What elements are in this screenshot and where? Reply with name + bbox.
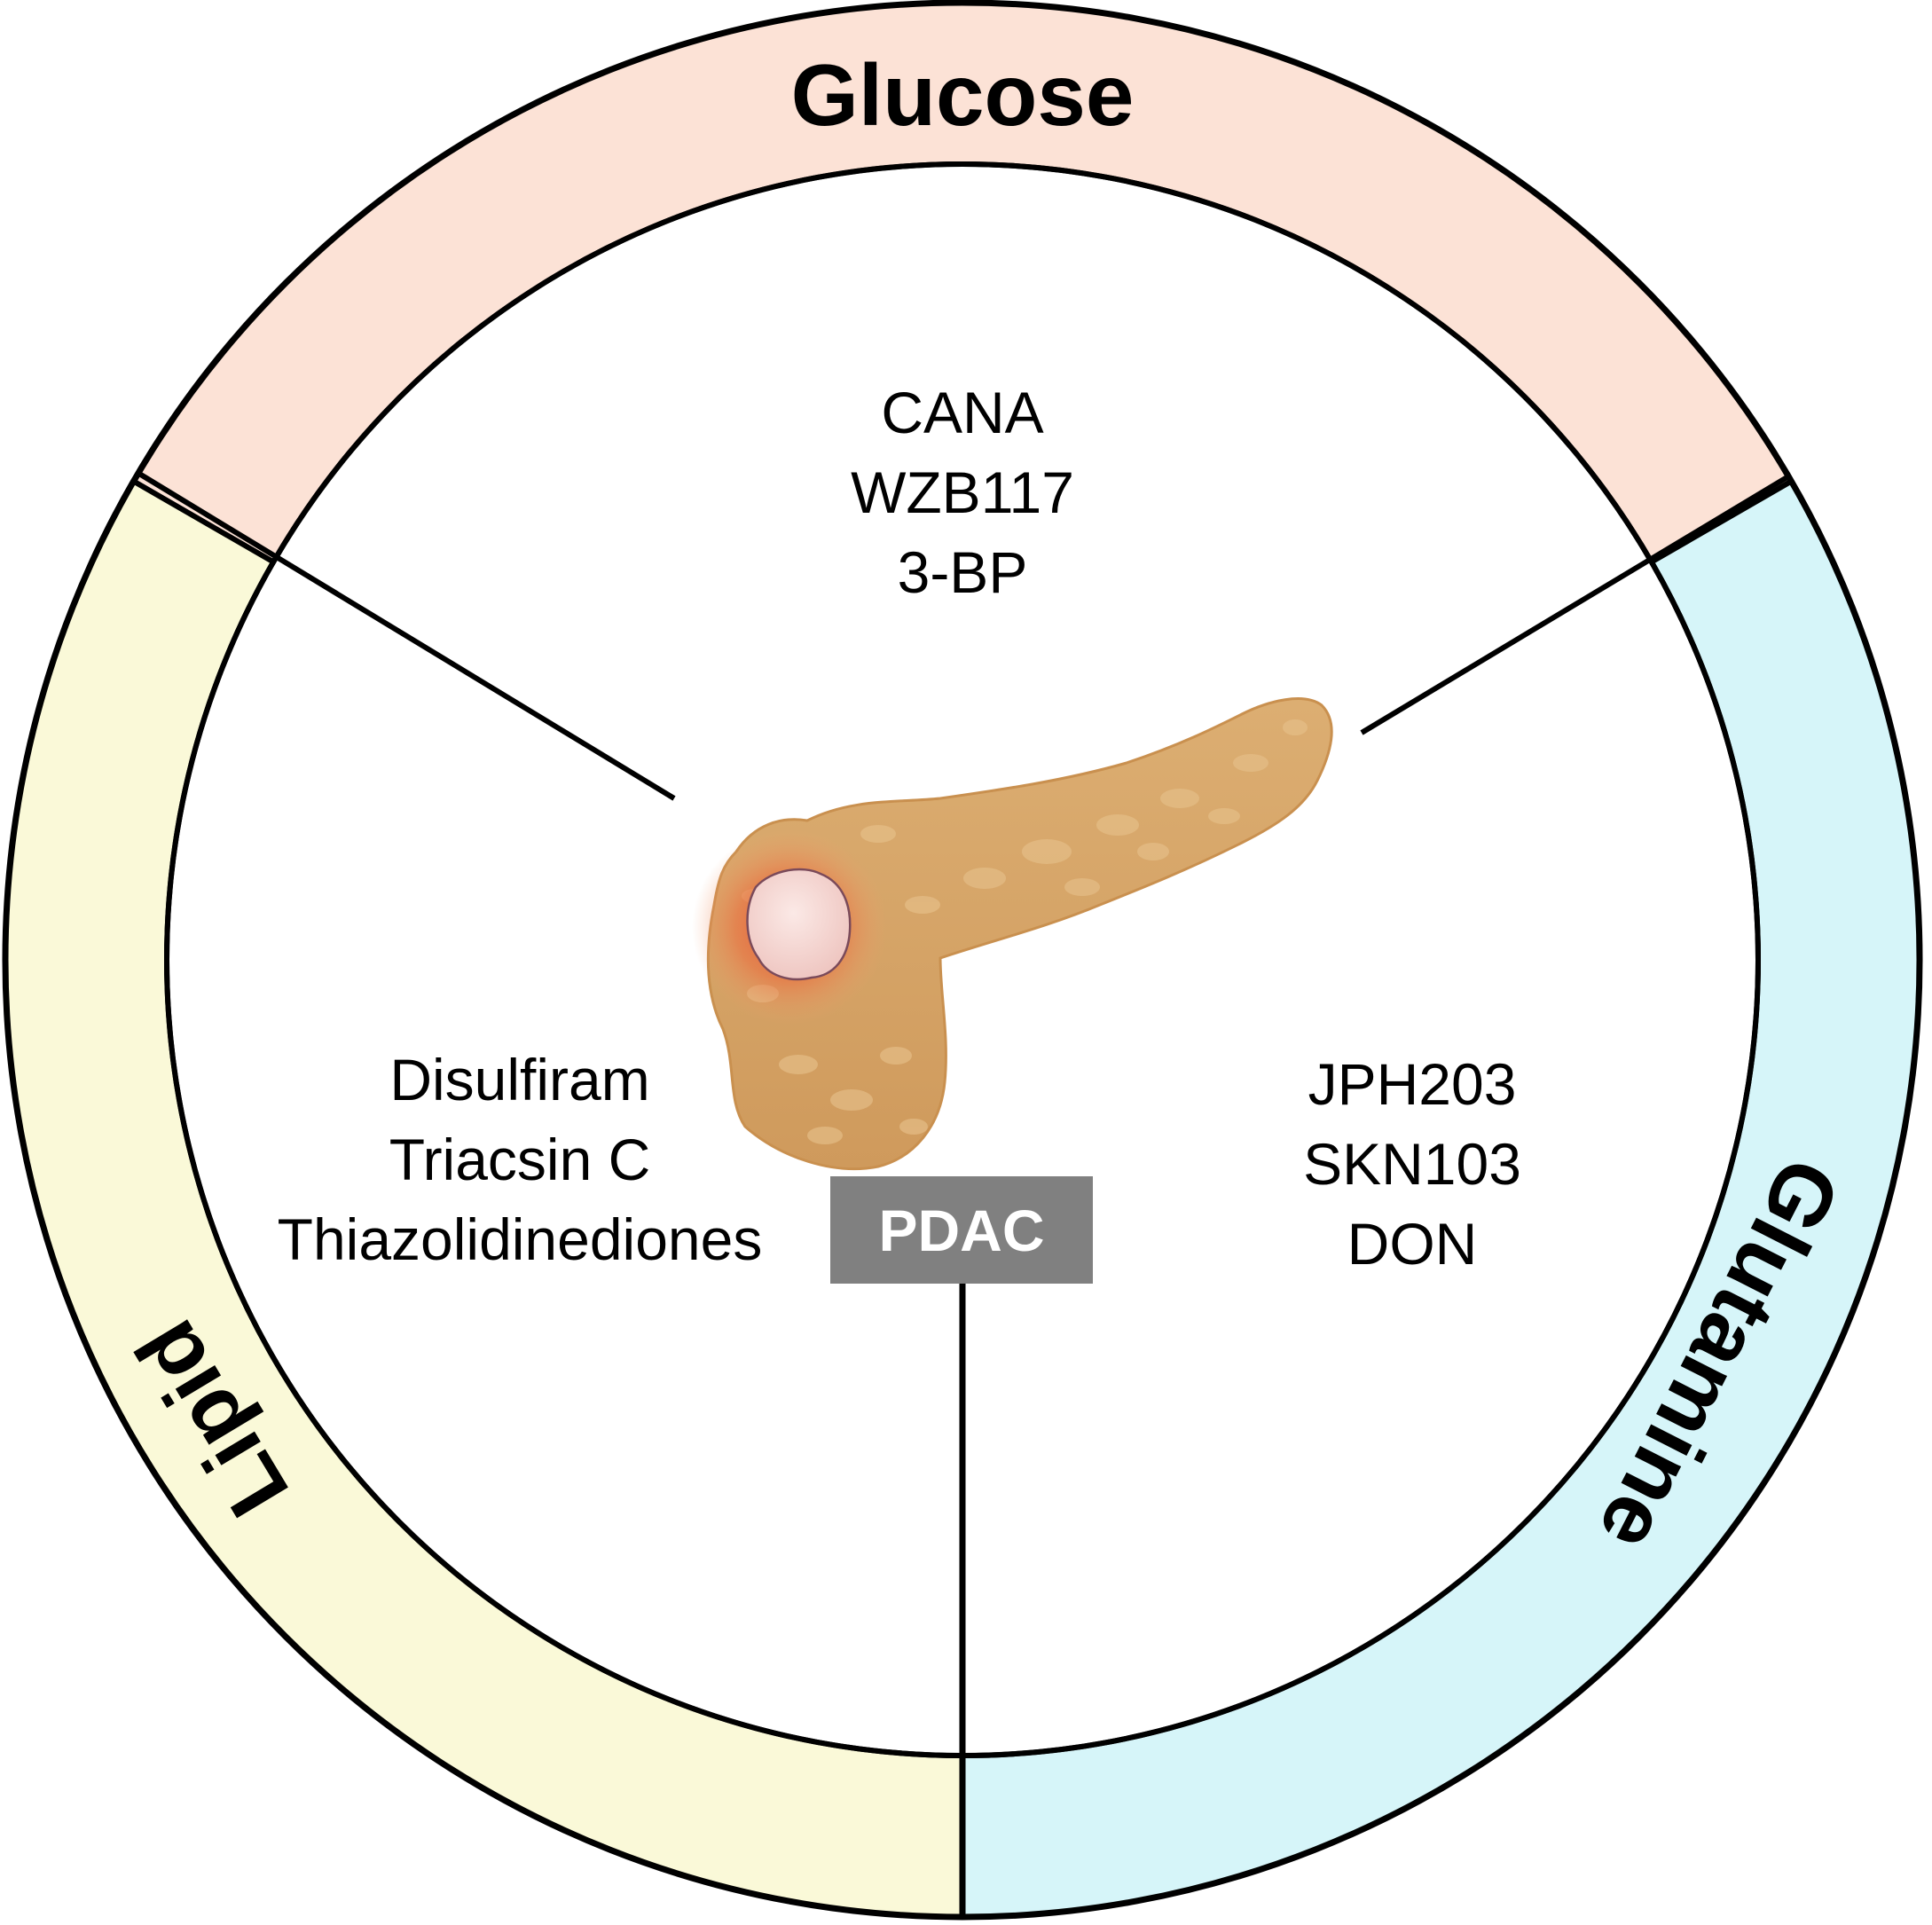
spoke-glucose-lipid bbox=[137, 471, 676, 801]
drug-item: Disulfiram bbox=[389, 1047, 649, 1112]
glucose-drug-list: CANA WZB117 3-BP bbox=[851, 380, 1074, 605]
drug-item: WZB117 bbox=[851, 460, 1074, 525]
drug-item: 3-BP bbox=[898, 539, 1028, 605]
drug-item: Triacsin C bbox=[389, 1127, 651, 1192]
pdac-label: PDAC bbox=[878, 1198, 1044, 1263]
drug-item: Thiazolidinediones bbox=[278, 1206, 763, 1272]
pancreas-texture bbox=[742, 719, 1308, 1144]
lipid-drug-list: Disulfiram Triacsin C Thiazolidinediones bbox=[278, 1047, 763, 1272]
pdac-badge bbox=[830, 1176, 1093, 1284]
sector-lipid-band bbox=[3, 477, 965, 1921]
tumor-icon bbox=[746, 868, 852, 981]
drug-item: JPH203 bbox=[1308, 1051, 1517, 1117]
glutamine-drug-list: JPH203 SKN103 DON bbox=[1303, 1051, 1521, 1277]
spoke-glucose-glutamine bbox=[1360, 473, 1792, 735]
drug-item: DON bbox=[1347, 1211, 1478, 1277]
sector-label-glucose: Glucose bbox=[791, 46, 1135, 144]
drug-item: CANA bbox=[881, 380, 1043, 445]
drug-item: SKN103 bbox=[1303, 1131, 1521, 1197]
pancreas-body bbox=[706, 697, 1333, 1171]
pancreas-icon bbox=[692, 697, 1333, 1171]
